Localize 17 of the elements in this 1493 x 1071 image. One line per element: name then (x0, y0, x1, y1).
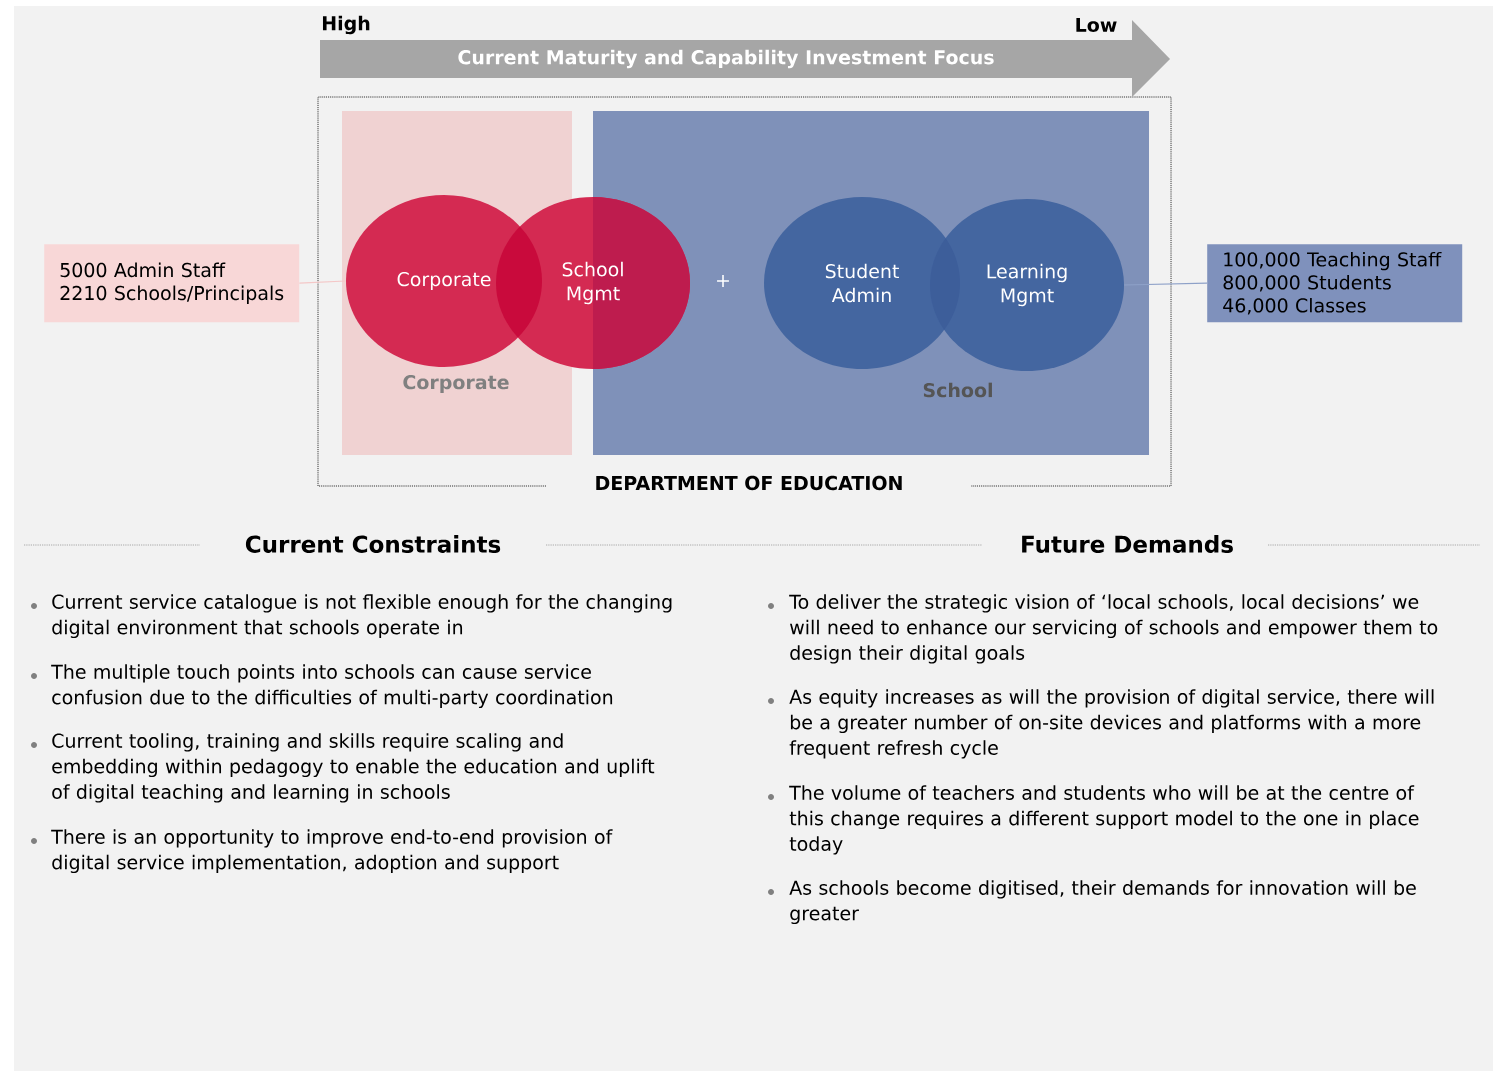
node-label: Learning Mgmt (987, 263, 1067, 307)
bullet-point: Current tooling, training and skills require scaling and embedding within pedagogy to enable the education and uplift of digital teaching and learning in schools (31, 733, 655, 803)
bullet-point: Current service catalogue is not flexible enough for the changing digital environment that schools operate in (31, 594, 672, 639)
connector-line (1123, 282, 1208, 286)
bullet-point: To deliver the strategic vision of ‘local schools, local decisions’ we will need to enhance our servicing of schools and empower them to design their digital goals (768, 594, 1438, 664)
plus-sign: + (717, 275, 729, 287)
connector-line (298, 280, 347, 284)
bullet-point: The volume of teachers and students who will be at the centre of this change requires a different support model to the one in place today (768, 785, 1419, 855)
bullet-point: There is an opportunity to improve end-to-end provision of digital service implementation, adoption and support (31, 829, 613, 874)
section-heading: Future Demands (1022, 535, 1233, 553)
bullet-point: The multiple touch points into schools can cause service confusion due to the difficulties of multi-party coordination (31, 664, 613, 709)
bullet-point: As schools become digitised, their demands for innovation will be greater (768, 880, 1416, 925)
scale-label: Low (1076, 17, 1117, 33)
info-box: 100,000 Teaching Staff 800,000 Students 46,000 Classes (1207, 244, 1463, 323)
section-heading: Current Constraints (245, 535, 501, 553)
bullet-point: As equity increases as will the provision of digital service, there will be a greater number of on-site devices and platforms with a more frequent refresh cycle (768, 689, 1434, 759)
info-box: 5000 Admin Staff 2210 Schools/Principals (44, 244, 300, 323)
